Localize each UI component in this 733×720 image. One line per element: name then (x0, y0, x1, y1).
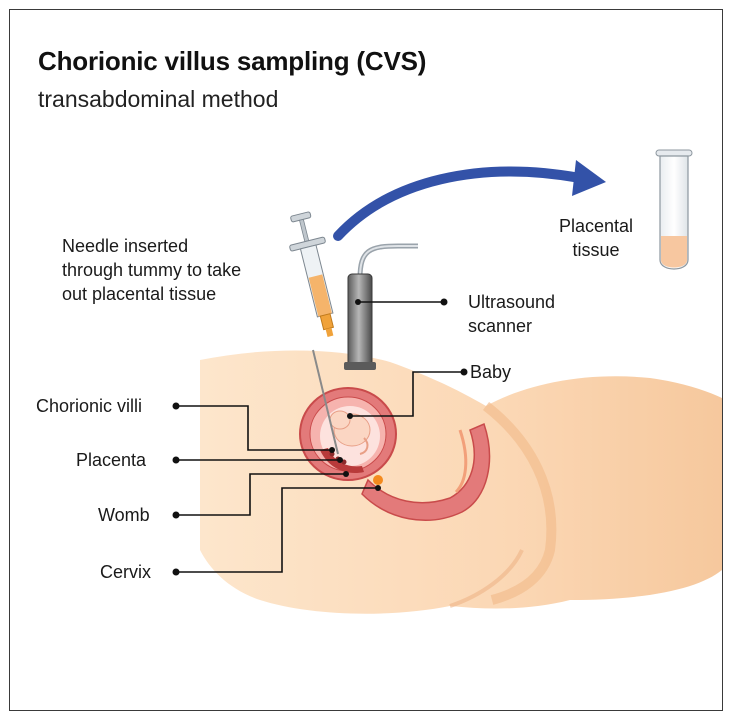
tissue-label-line: tissue (572, 240, 620, 260)
womb-label: Womb (98, 505, 150, 525)
syringe-icon (289, 211, 339, 455)
baby-label: Baby (470, 362, 512, 382)
birth-canal (361, 422, 491, 521)
needle-label-line: out placental tissue (62, 284, 217, 304)
ultrasound-probe-icon (344, 243, 418, 370)
ultrasound-label-line: Ultrasound (468, 292, 556, 312)
tissue-label-line: Placental (559, 216, 634, 236)
needle-label-line: Needle inserted (62, 236, 189, 256)
ultrasound-label-line: scanner (468, 316, 533, 336)
cervix-shape (373, 475, 383, 485)
chorionic-villi-label: Chorionic villi (36, 396, 143, 416)
cervix-label: Cervix (100, 562, 152, 582)
leader-dots (172, 298, 468, 576)
needle-label-line: through tummy to take (62, 260, 242, 280)
page-subtitle: transabdominal method (38, 86, 279, 112)
ultrasound-label: Ultrasound scanner (468, 290, 555, 338)
needle-label: Needle inserted through tummy to take ou… (62, 234, 241, 306)
test-tube-icon (655, 149, 693, 270)
illustration (172, 149, 722, 614)
page-title: Chorionic villus sampling (CVS) (38, 46, 427, 76)
leader-lines (176, 301, 464, 573)
curved-arrow-icon (333, 160, 606, 241)
diagram-frame: Chorionic villus sampling (CVS) transabd… (9, 9, 723, 711)
placental-tissue-label: Placental tissue (559, 214, 633, 262)
placenta-label: Placenta (76, 450, 147, 470)
